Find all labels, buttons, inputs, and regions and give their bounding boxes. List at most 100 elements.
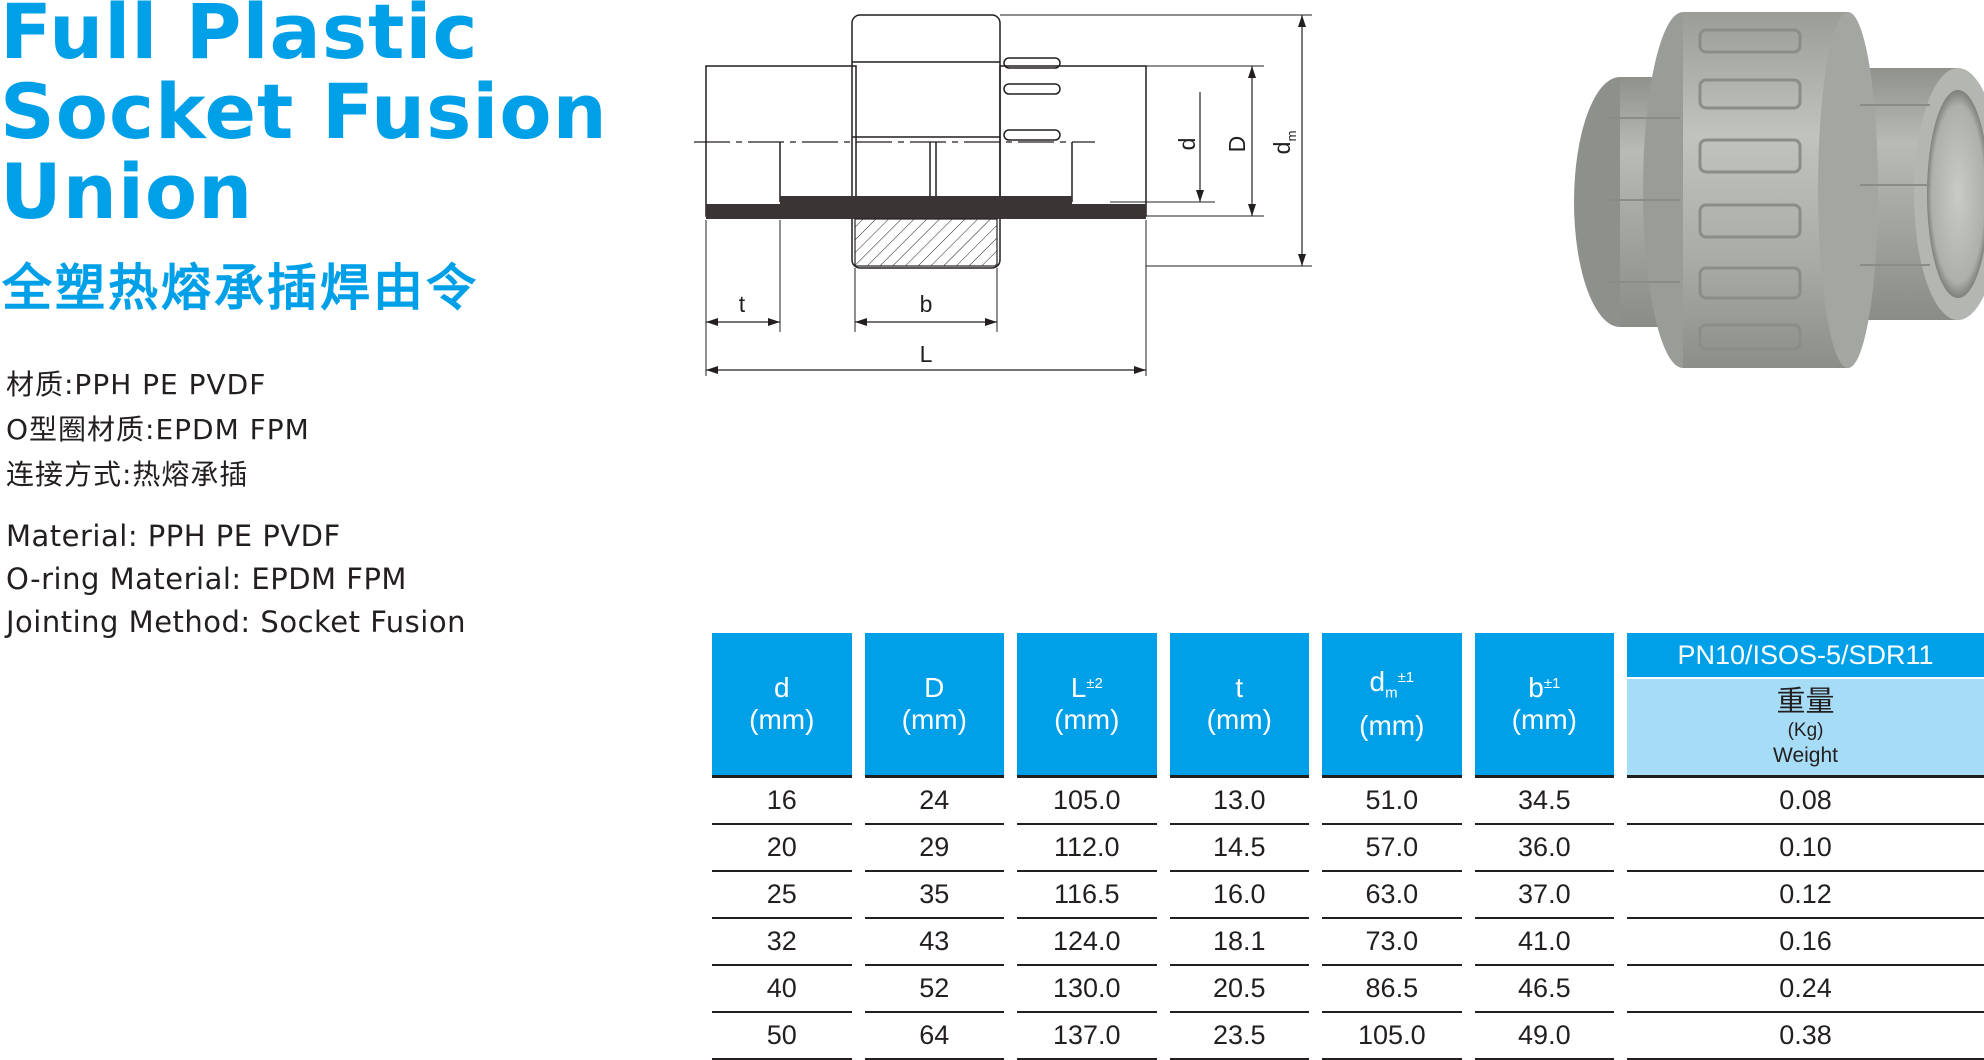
header-unit: (mm) [1054,704,1120,735]
union-technical-drawing: t b L d D d m [694,14,1312,376]
cell-weight: 0.10 [1627,825,1984,872]
header-unit: (mm) [1511,704,1577,735]
spec-oring-zh: O型圈材质:EPDM FPM [6,413,310,446]
cell-dm: 51.0 [1322,778,1462,825]
column-gap [1309,778,1323,825]
specs-zh: 材质:PPH PE PVDF O型圈材质:EPDM FPM 连接方式:热熔承插 [6,362,310,497]
column-gap [851,966,865,1013]
column-gap [851,778,865,825]
header-dm: dm±1 (mm) [1322,633,1462,778]
cell-L: 116.5 [1017,872,1157,919]
cell-b: 36.0 [1474,825,1615,872]
cell-L: 112.0 [1017,825,1157,872]
spec-joint-en: Jointing Method: Socket Fusion [6,605,466,639]
header-weight: 重量 (Kg) Weight [1627,679,1984,778]
spec-material-en: Material: PPH PE PVDF [6,519,341,553]
cell-d: 25 [712,872,852,919]
column-gap [1309,872,1323,919]
cell-D: 64 [864,1013,1005,1060]
spec-material-zh: 材质:PPH PE PVDF [6,368,267,401]
cell-d: 32 [712,919,852,966]
column-gap [1461,1013,1475,1060]
column-gap [1156,966,1170,1013]
cell-L: 130.0 [1017,966,1157,1013]
column-gap [1614,966,1628,1013]
dim-label-dm-sub: m [1284,131,1299,142]
cell-dm: 63.0 [1322,872,1462,919]
spec-oring-en: O-ring Material: EPDM FPM [6,562,407,596]
column-gap [1309,1013,1323,1060]
spec-table: d (mm) D (mm) L±2 (mm) t (mm) dm±1 (mm) [712,633,1984,1060]
cell-dm: 57.0 [1322,825,1462,872]
cell-t: 14.5 [1169,825,1310,872]
cell-b: 46.5 [1474,966,1615,1013]
column-gap [1156,778,1170,825]
cell-t: 16.0 [1169,872,1310,919]
column-gap [851,872,865,919]
header-symbol: D [924,672,945,703]
column-gap [1004,778,1017,825]
column-gap [1309,919,1323,966]
column-gap [1614,633,1628,778]
cell-t: 18.1 [1169,919,1310,966]
cell-b: 49.0 [1474,1013,1615,1060]
column-gap [1004,872,1017,919]
header-t: t (mm) [1169,633,1310,778]
column-gap [1156,633,1170,778]
page-title-zh: 全塑热熔承插焊由令 [2,259,479,317]
cell-dm: 86.5 [1322,966,1462,1013]
cell-d: 20 [712,825,852,872]
header-D: D (mm) [864,633,1005,778]
title-line: Union [0,147,254,236]
column-gap [851,1013,865,1060]
cell-weight: 0.12 [1627,872,1984,919]
header-tolerance: ±1 [1397,669,1415,687]
cell-d: 50 [712,1013,852,1060]
cell-d: 40 [712,966,852,1013]
cell-weight: 0.24 [1627,966,1984,1013]
dim-label-D: D [1224,136,1250,153]
table-header-row: d (mm) D (mm) L±2 (mm) t (mm) dm±1 (mm) [712,633,1984,778]
table-subheader-row: 重量 (Kg) Weight [712,679,1984,778]
dim-label-L: L [920,341,933,367]
header-b: b±1 (mm) [1474,633,1615,778]
cell-t: 13.0 [1169,778,1310,825]
column-gap [1156,1013,1170,1060]
dim-label-d: d [1174,138,1200,151]
column-gap [1461,872,1475,919]
column-gap [1004,825,1017,872]
cell-weight: 0.16 [1627,919,1984,966]
column-gap [1461,966,1475,1013]
cell-weight: 0.38 [1627,1013,1984,1060]
header-d: d (mm) [712,633,852,778]
cell-d: 16 [712,778,852,825]
header-pn-rating: PN10/ISOS-5/SDR11 [1627,633,1984,679]
cell-b: 41.0 [1474,919,1615,966]
column-gap [1461,919,1475,966]
header-symbol: b [1528,672,1544,703]
header-subscript: m [1385,684,1398,702]
header-symbol: d [774,672,790,703]
header-unit: (mm) [1206,704,1272,735]
column-gap [1614,919,1628,966]
column-gap [1156,919,1170,966]
column-gap [1004,966,1017,1013]
column-gap [1156,825,1170,872]
cell-dm: 73.0 [1322,919,1462,966]
union-product-photo [1574,12,1984,368]
dim-label-dm: d [1269,142,1295,155]
column-gap [1309,633,1323,778]
dim-label-b: b [920,291,933,317]
column-gap [1004,1013,1017,1060]
cell-L: 105.0 [1017,778,1157,825]
column-gap [1461,825,1475,872]
cell-L: 137.0 [1017,1013,1157,1060]
header-symbol: d [1369,666,1386,698]
cell-L: 124.0 [1017,919,1157,966]
cell-t: 23.5 [1169,1013,1310,1060]
